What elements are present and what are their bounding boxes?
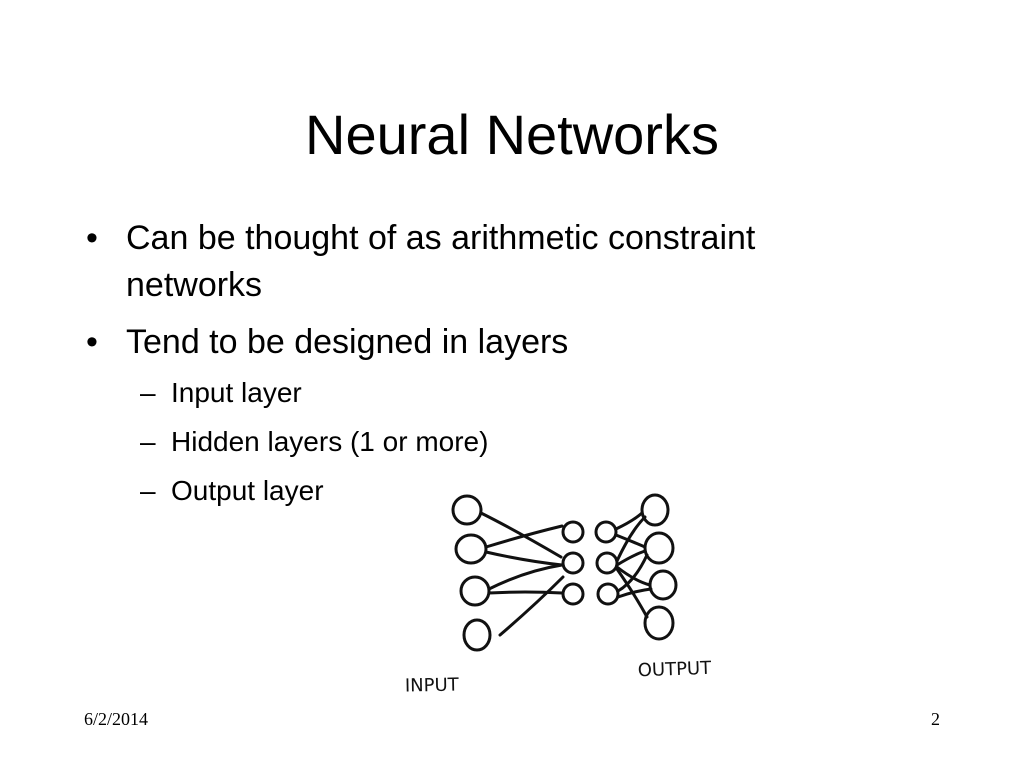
connection-line [484,550,564,567]
output-node [643,605,675,641]
connection-line [614,533,647,549]
connection-line [487,563,564,591]
input-node [462,618,492,652]
connection-line [616,587,653,599]
connection-line [615,549,647,567]
output-label: OUTPUT [637,658,712,682]
dash-marker: – [140,426,156,457]
input-node [451,494,483,526]
connection-line [615,515,647,563]
bullet-text-line: Can be thought of as arithmetic constrai… [126,219,756,257]
connection-line [498,575,565,637]
hidden-node [561,551,585,575]
hidden-node [594,520,618,544]
output-node [640,493,670,527]
input-label: INPUT [405,675,460,697]
hidden-node [595,551,619,575]
connection-line [487,590,564,595]
bullet-marker: • [86,219,98,257]
connection-line [479,511,563,559]
output-node [643,531,675,565]
sub-bullet-text: Hidden layers (1 or more) [171,426,489,457]
dash-marker: – [140,475,156,506]
connection-line [616,553,649,593]
sub-bullet-text: Input layer [171,377,302,408]
input-node [454,533,488,565]
bullet-text-line: networks [126,266,263,304]
bullet-text-line: Tend to be designed in layers [126,323,569,361]
neural-network-sketch: INPUT OUTPUT [405,493,713,697]
input-node [459,575,491,607]
dash-marker: – [140,377,156,408]
page-number: 2 [931,709,940,729]
slide-title: Neural Networks [305,103,719,166]
sub-bullet-text: Output layer [171,475,324,506]
footer-date: 6/2/2014 [84,709,149,729]
connection-line [615,567,649,619]
connection-line [484,524,564,549]
hidden-node [596,582,620,606]
hidden-node [561,582,585,606]
output-node [648,569,678,601]
connection-line [614,511,644,531]
bullet-marker: • [86,323,98,361]
hidden-node [561,520,585,544]
